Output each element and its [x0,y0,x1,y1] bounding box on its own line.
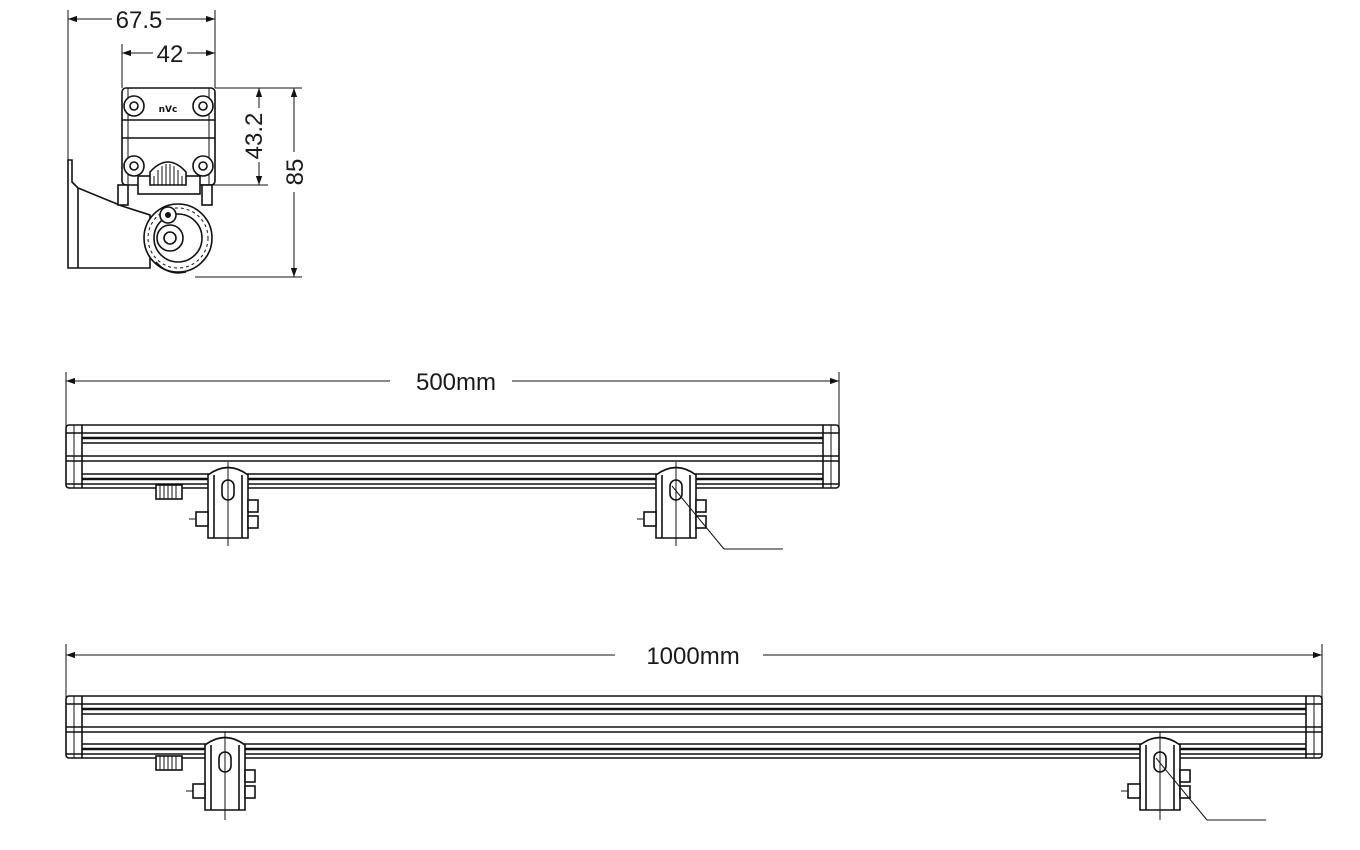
cable-gland-icon [149,161,187,186]
dimension-height-overall: 85 [195,87,309,278]
leader-line-1000 [1155,757,1266,821]
dimension-width-body: 42 [121,41,215,88]
dimension-width-overall: 67.5 [67,7,216,162]
dimension-length-1000: 1000mm [65,643,1323,700]
dimension-label-height-body: 43.2 [241,113,268,160]
cable-gland-500-icon [155,484,183,500]
dimension-label-length-1000: 1000mm [646,643,739,670]
dimension-length-500: 500mm [65,369,840,430]
dimension-height-body: 43.2 [212,87,268,186]
bracket-right-1000 [1121,732,1191,820]
cable-gland-1000-icon [155,755,183,771]
leader-line-500 [671,485,783,550]
elevation-view-1000mm: 1000mm [65,643,1323,821]
luminaire-body-1000 [65,695,1323,759]
dimension-label-length-500: 500mm [416,369,496,396]
brand-logo: nVc [159,105,178,115]
housing-screws [123,95,214,177]
luminaire-body-500 [65,424,840,489]
mounting-bracket [67,159,151,269]
dimension-label-width-body: 42 [157,41,184,68]
bracket-left-500 [189,462,259,546]
cross-section-view: 67.5 42 43.2 85 [67,7,309,278]
bracket-left-1000 [186,732,256,820]
housing-profile [117,87,216,206]
tilt-pivot-icon [143,203,213,274]
elevation-view-500mm: 500mm [65,369,840,550]
dimension-label-height-overall: 85 [282,159,309,186]
dimension-label-width-overall: 67.5 [116,7,163,34]
